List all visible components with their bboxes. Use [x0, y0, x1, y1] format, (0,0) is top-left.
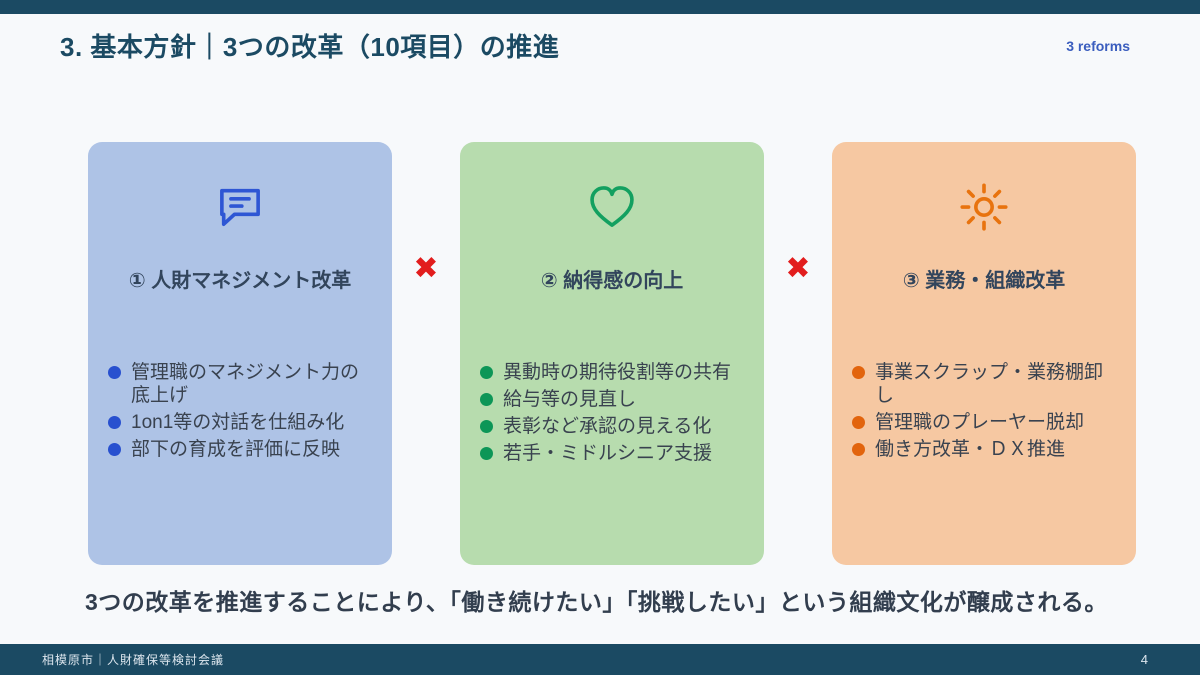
list-item: 管理職のプレーヤー脱却	[852, 411, 1120, 434]
list-item: 給与等の見直し	[480, 388, 748, 411]
list-item: 表彰など承認の見える化	[480, 415, 748, 438]
bullet-dot-icon	[480, 366, 493, 379]
list-item: 異動時の期待役割等の共有	[480, 361, 748, 384]
card-satisfaction-improvement: ② 納得感の向上 異動時の期待役割等の共有 給与等の見直し 表彰など承認の見える…	[460, 142, 764, 565]
card-heading: ① 人財マネジメント改革	[128, 270, 352, 292]
card-hr-management-reform: ① 人財マネジメント改革 管理職のマネジメント力の底上げ 1on1等の対話を仕組…	[88, 142, 392, 565]
card-bullet-list: 異動時の期待役割等の共有 給与等の見直し 表彰など承認の見える化 若手・ミドルシ…	[460, 361, 764, 469]
footer-source: 相模原市｜人財確保等検討会議	[42, 653, 225, 667]
bullet-dot-icon	[852, 366, 865, 379]
bullet-text: 事業スクラップ・業務棚卸し	[875, 362, 1104, 406]
bullet-text: 働き方改革・ＤＸ推進	[875, 439, 1066, 460]
bullet-text: 表彰など承認の見える化	[503, 416, 712, 437]
bullet-dot-icon	[480, 393, 493, 406]
bullet-dot-icon	[852, 416, 865, 429]
bullet-text: 若手・ミドルシニア支援	[503, 443, 713, 464]
card-heading: ③ 業務・組織改革	[902, 270, 1066, 292]
bullet-text: 部下の育成を評価に反映	[131, 439, 341, 460]
bullet-text: 1on1等の対話を仕組み化	[131, 412, 345, 433]
list-item: 若手・ミドルシニア支援	[480, 442, 748, 465]
bullet-text: 管理職のプレーヤー脱却	[875, 412, 1085, 433]
chat-bubble-icon	[211, 178, 269, 236]
bullet-text: 管理職のマネジメント力の底上げ	[131, 362, 360, 406]
footer-bar: 相模原市｜人財確保等検討会議 4	[0, 644, 1200, 675]
page-title: 3. 基本方針｜3つの改革（10項目）の推進	[60, 32, 560, 62]
top-accent-bar	[0, 0, 1200, 14]
card-bullet-list: 管理職のマネジメント力の底上げ 1on1等の対話を仕組み化 部下の育成を評価に反…	[88, 361, 392, 465]
list-item: 働き方改革・ＤＸ推進	[852, 438, 1120, 461]
cards-row: ① 人財マネジメント改革 管理職のマネジメント力の底上げ 1on1等の対話を仕組…	[88, 142, 1136, 565]
multiply-icon: ✖	[785, 252, 811, 285]
page-number: 4	[1140, 652, 1148, 667]
multiply-icon: ✖	[413, 252, 439, 285]
bullet-dot-icon	[108, 416, 121, 429]
bullet-dot-icon	[480, 420, 493, 433]
sun-icon	[955, 178, 1013, 236]
bullet-dot-icon	[108, 366, 121, 379]
bullet-text: 異動時の期待役割等の共有	[503, 362, 732, 383]
card-business-org-reform: ③ 業務・組織改革 事業スクラップ・業務棚卸し 管理職のプレーヤー脱却 働き方改…	[832, 142, 1136, 565]
list-item: 1on1等の対話を仕組み化	[108, 411, 376, 434]
reforms-badge: 3 reforms	[1066, 38, 1130, 54]
bullet-dot-icon	[480, 447, 493, 460]
list-item: 事業スクラップ・業務棚卸し	[852, 361, 1120, 407]
card-bullet-list: 事業スクラップ・業務棚卸し 管理職のプレーヤー脱却 働き方改革・ＤＸ推進	[832, 361, 1136, 465]
heart-icon	[583, 178, 641, 236]
bullet-dot-icon	[108, 443, 121, 456]
bullet-dot-icon	[852, 443, 865, 456]
card-heading: ② 納得感の向上	[540, 270, 684, 292]
list-item: 管理職のマネジメント力の底上げ	[108, 361, 376, 407]
summary-statement: 3つの改革を推進することにより、「働き続けたい」「挑戦したい」という組織文化が醸…	[85, 589, 1108, 615]
list-item: 部下の育成を評価に反映	[108, 438, 376, 461]
bullet-text: 給与等の見直し	[503, 389, 637, 410]
